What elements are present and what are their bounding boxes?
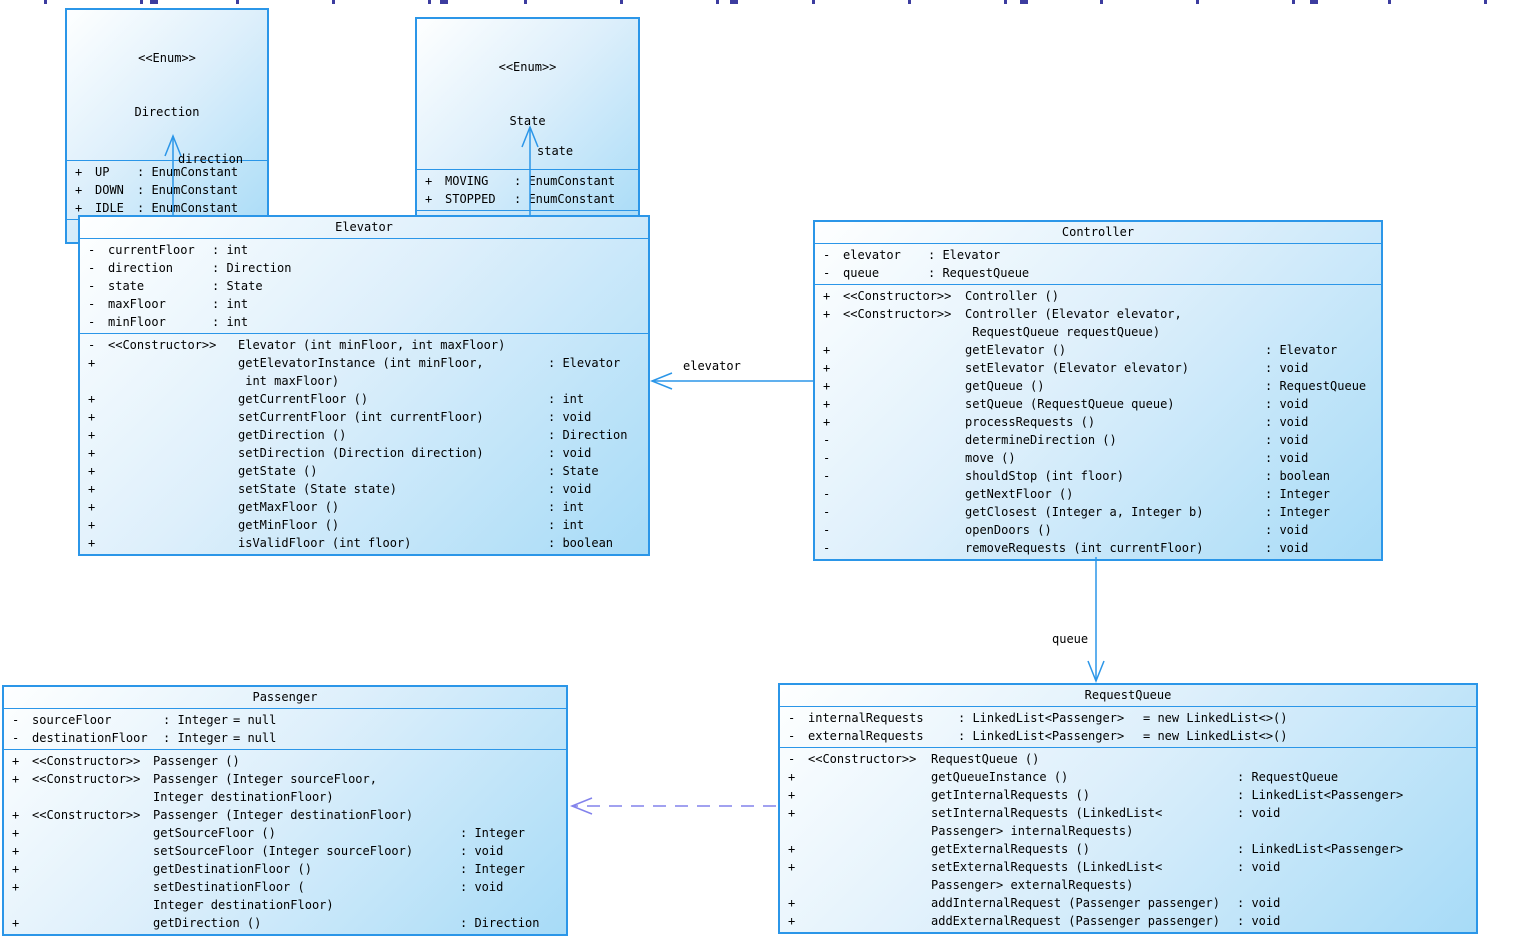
- method-row: Passenger> externalRequests): [931, 878, 1134, 892]
- open-arrowhead-icon: [1087, 660, 1105, 684]
- method-row: +addExternalRequest (Passenger passenger…: [788, 914, 1281, 928]
- class-box-state[interactable]: <<Enum>> State +MOVING: EnumConstant +STO…: [415, 17, 640, 235]
- method-row: +addInternalRequest (Passenger passenger…: [788, 896, 1281, 910]
- clipped-text-artifact-strip: [0, 0, 1539, 4]
- method-row: +getSourceFloor (): Integer: [12, 826, 526, 840]
- class-box-requestqueue[interactable]: RequestQueue -internalRequests: LinkedLi…: [778, 683, 1478, 934]
- class-stereotype: <<Enum>>: [498, 60, 557, 74]
- method-row: RequestQueue requestQueue): [965, 325, 1161, 339]
- class-stereotype: <<Enum>>: [138, 51, 196, 65]
- attributes-compartment: +MOVING: EnumConstant +STOPPED: EnumConst…: [417, 169, 638, 210]
- method-row: -<<Constructor>>Elevator (int minFloor, …: [88, 338, 506, 352]
- method-row: +setDestinationFloor (: void: [12, 880, 504, 894]
- association-controller-to-elevator[interactable]: [649, 372, 813, 390]
- edge-label-direction: direction: [178, 152, 244, 166]
- class-name: Controller: [1061, 225, 1135, 239]
- method-row: +getState (): State: [88, 464, 599, 478]
- method-row: +processRequests (): void: [823, 415, 1309, 429]
- class-box-passenger[interactable]: Passenger -sourceFloor: Integer= null -de…: [2, 685, 568, 936]
- attribute-row: -elevator: Elevator: [823, 248, 1001, 262]
- edge-label-state: state: [537, 144, 574, 158]
- edge-label-queue: queue: [1052, 632, 1089, 646]
- class-name: State: [509, 114, 546, 128]
- attribute-row: +MOVING: EnumConstant: [425, 174, 616, 188]
- method-row: +setElevator (Elevator elevator): void: [823, 361, 1309, 375]
- method-row: +getElevatorInstance (int minFloor,: Ele…: [88, 356, 621, 370]
- method-row: +getQueueInstance (): RequestQueue: [788, 770, 1339, 784]
- method-row: -move (): void: [823, 451, 1309, 465]
- method-row: -getClosest (Integer a, Integer b): Inte…: [823, 505, 1331, 519]
- operations-compartment: +<<Constructor>>Passenger () +<<Construct…: [4, 749, 566, 934]
- class-name: Direction: [134, 105, 200, 119]
- method-row: +getExternalRequests (): LinkedList<Pass…: [788, 842, 1404, 856]
- attributes-compartment: -internalRequests: LinkedList<Passenger>…: [780, 706, 1476, 747]
- attributes-compartment: -sourceFloor: Integer= null -destinationF…: [4, 708, 566, 749]
- method-row: Integer destinationFloor): [153, 790, 334, 804]
- class-box-elevator[interactable]: Elevator -currentFloor: int -direction: D…: [78, 215, 650, 556]
- attributes-compartment: -elevator: Elevator -queue: RequestQueue: [815, 243, 1381, 284]
- method-row: -openDoors (): void: [823, 523, 1309, 537]
- method-row: +<<Constructor>>Passenger (): [12, 754, 240, 768]
- method-row: +getDirection (): Direction: [12, 916, 540, 930]
- attribute-row: -internalRequests: LinkedList<Passenger>…: [788, 711, 1288, 725]
- method-row: +setCurrentFloor (int currentFloor): voi…: [88, 410, 592, 424]
- class-name: Elevator: [335, 220, 393, 234]
- method-row: +getCurrentFloor (): int: [88, 392, 585, 406]
- attribute-row: -destinationFloor: Integer= null: [12, 731, 277, 745]
- open-arrowhead-icon: [569, 797, 593, 815]
- attribute-row: -currentFloor: int: [88, 243, 249, 257]
- dependency-requestqueue-to-passenger[interactable]: [569, 797, 776, 815]
- method-row: -determineDirection (): void: [823, 433, 1309, 447]
- method-row: +setQueue (RequestQueue queue): void: [823, 397, 1309, 411]
- operations-compartment-empty: [417, 210, 638, 233]
- association-controller-to-requestqueue[interactable]: [1087, 557, 1105, 684]
- operations-compartment: +<<Constructor>>Controller () +<<Construc…: [815, 284, 1381, 559]
- method-row: +setDirection (Direction direction): voi…: [88, 446, 592, 460]
- attribute-row: +DOWN: EnumConstant: [75, 183, 239, 197]
- method-row: +getMinFloor (): int: [88, 518, 585, 532]
- method-row: +<<Constructor>>Controller (Elevator ele…: [823, 307, 1182, 321]
- method-row: +setExternalRequests (LinkedList<: void: [788, 860, 1281, 874]
- attribute-row: -state: State: [88, 279, 263, 293]
- method-row: +<<Constructor>>Passenger (Integer desti…: [12, 808, 414, 822]
- method-row: +setInternalRequests (LinkedList<: void: [788, 806, 1281, 820]
- attribute-row: -queue: RequestQueue: [823, 266, 1030, 280]
- attribute-row: -externalRequests: LinkedList<Passenger>…: [788, 729, 1288, 743]
- method-row: +setState (State state): void: [88, 482, 592, 496]
- attribute-row: -direction: Direction: [88, 261, 292, 275]
- method-row: -getNextFloor (): Integer: [823, 487, 1331, 501]
- class-name: Passenger: [252, 690, 318, 704]
- method-row: +getInternalRequests (): LinkedList<Pass…: [788, 788, 1404, 802]
- operations-compartment: -<<Constructor>>Elevator (int minFloor, …: [80, 333, 648, 554]
- operations-compartment: -<<Constructor>>RequestQueue () +getQueue…: [780, 747, 1476, 932]
- edge-label-elevator: elevator: [683, 359, 741, 373]
- method-row: +getDestinationFloor (): Integer: [12, 862, 526, 876]
- method-row: +getElevator (): Elevator: [823, 343, 1338, 357]
- method-row: Integer destinationFloor): [153, 898, 334, 912]
- method-row: -<<Constructor>>RequestQueue (): [788, 752, 1040, 766]
- method-row: -shouldStop (int floor): boolean: [823, 469, 1331, 483]
- method-row: Passenger> internalRequests): [931, 824, 1134, 838]
- method-row: -removeRequests (int currentFloor): void: [823, 541, 1309, 555]
- attribute-row: -minFloor: int: [88, 315, 249, 329]
- method-row: +<<Constructor>>Passenger (Integer sourc…: [12, 772, 377, 786]
- class-box-controller[interactable]: Controller -elevator: Elevator -queue: Re…: [813, 220, 1383, 561]
- method-row: +getQueue (): RequestQueue: [823, 379, 1367, 393]
- class-name: RequestQueue: [1084, 688, 1172, 702]
- attributes-compartment: +UP: EnumConstant+DOWN: EnumConstant+IDL…: [67, 160, 267, 219]
- method-row: +setSourceFloor (Integer sourceFloor): v…: [12, 844, 504, 858]
- method-row: +getDirection (): Direction: [88, 428, 628, 442]
- method-row: +isValidFloor (int floor): boolean: [88, 536, 614, 550]
- class-box-direction[interactable]: <<Enum>> Direction +UP: EnumConstant+DOW…: [65, 8, 269, 244]
- attribute-row: -sourceFloor: Integer= null: [12, 713, 277, 727]
- attributes-compartment: -currentFloor: int -direction: Direction -…: [80, 238, 648, 333]
- attribute-row: -maxFloor: int: [88, 297, 249, 311]
- method-row: int maxFloor): [238, 374, 340, 388]
- attribute-row: +STOPPED: EnumConstant: [425, 192, 616, 206]
- open-arrowhead-icon: [649, 372, 673, 390]
- method-row: +<<Constructor>>Controller (): [823, 289, 1059, 303]
- method-row: +getMaxFloor (): int: [88, 500, 585, 514]
